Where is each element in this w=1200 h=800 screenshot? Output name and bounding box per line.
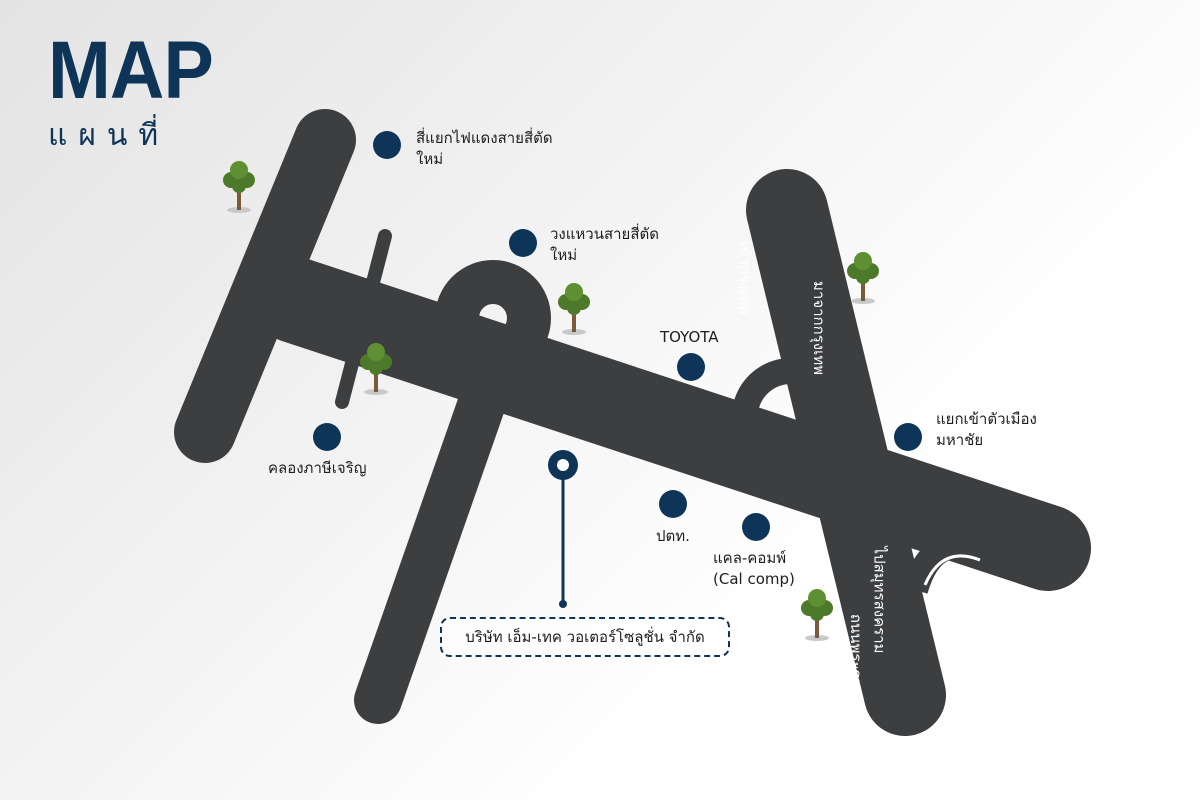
landmark-dot-icon bbox=[659, 490, 687, 518]
tree-icon bbox=[558, 283, 590, 335]
tree-foliage bbox=[567, 301, 581, 315]
road-network bbox=[174, 109, 1091, 736]
tree-icon bbox=[360, 343, 392, 395]
landmark-label-toyota: TOYOTA bbox=[660, 328, 719, 346]
tree-foliage bbox=[230, 161, 248, 179]
landmark-label-ptt: ปตท. bbox=[656, 527, 690, 545]
pin-center bbox=[557, 459, 569, 471]
landmark-label-calcomp: แคล-คอมพ์ (Cal comp) bbox=[713, 549, 795, 588]
landmark-dot-icon bbox=[894, 423, 922, 451]
tree-foliage bbox=[565, 283, 583, 301]
landmark-label-mahachai: แยกเข้าตัวเมืองมหาชัย bbox=[936, 410, 1037, 449]
tree-foliage bbox=[232, 179, 246, 193]
road-lower-diagonal bbox=[354, 336, 521, 724]
pin-base bbox=[559, 600, 567, 608]
tree-trunk bbox=[861, 275, 865, 301]
page-title: MAP bbox=[48, 25, 214, 116]
road-label-from-bangkok: มาจากกรุงเทพ bbox=[809, 281, 828, 375]
company-name: บริษัท เอ็ม-เทค วอเตอร์โซลูชั่น จำกัด bbox=[465, 628, 705, 646]
company-name-box[interactable]: บริษัท เอ็ม-เทค วอเตอร์โซลูชั่น จำกัด bbox=[440, 617, 730, 657]
landmark-dot-icon bbox=[742, 513, 770, 541]
tree-trunk bbox=[237, 184, 241, 210]
page-subtitle: แผนที่ bbox=[48, 118, 170, 153]
tree-foliage bbox=[367, 343, 385, 361]
tree-trunk bbox=[815, 612, 819, 638]
tree-icon bbox=[801, 589, 833, 641]
landmark-dot-icon bbox=[313, 423, 341, 451]
ramp-divider bbox=[923, 554, 981, 586]
landmark-dot-icon bbox=[677, 353, 705, 381]
tree-foliage bbox=[369, 361, 383, 375]
landmark-dots bbox=[313, 131, 922, 541]
trees bbox=[223, 161, 879, 641]
landmark-dot-icon bbox=[509, 229, 537, 257]
road-label-rama2-sub: ถนนพระราม 2 bbox=[847, 613, 866, 711]
tree-trunk bbox=[374, 366, 378, 392]
road-main-horizontal bbox=[252, 257, 1091, 591]
interchange-arc-left bbox=[732, 358, 803, 415]
interchange-arc-right bbox=[902, 532, 1007, 594]
tree-icon bbox=[223, 161, 255, 213]
tree-trunk bbox=[572, 306, 576, 332]
tree-icon bbox=[847, 252, 879, 304]
tree-foliage bbox=[810, 607, 824, 621]
tree-foliage bbox=[856, 270, 870, 284]
landmark-label-khlong: คลองภาษีเจริญ bbox=[268, 459, 367, 477]
road-label-rama2-main: ไปสมุทรสงคราม bbox=[870, 546, 889, 654]
landmark-label-sijaeng: สี่แยกไฟแดงสายสี่ตัดใหม่ bbox=[416, 129, 553, 168]
tree-foliage bbox=[808, 589, 826, 607]
tree-foliage bbox=[854, 252, 872, 270]
landmark-dot-icon bbox=[373, 131, 401, 159]
road-label-to-bangkok: เข้ากรุงเทพ bbox=[735, 241, 754, 315]
landmark-label-wongwaen: วงแหวนสายสี่ตัดใหม่ bbox=[550, 225, 659, 264]
company-pin[interactable] bbox=[548, 450, 578, 608]
